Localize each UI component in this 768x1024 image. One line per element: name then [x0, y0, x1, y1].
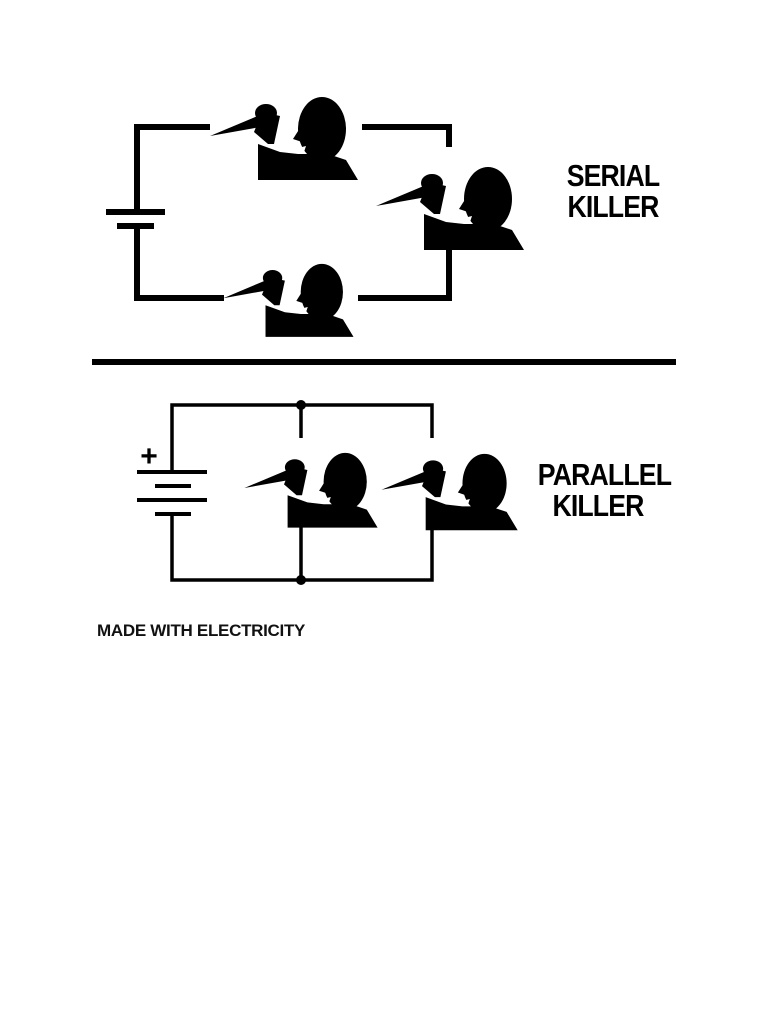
battery-positive-sign: +: [140, 440, 158, 473]
parallel-killer-label: PARALLEL KILLER: [537, 457, 672, 523]
section-divider: [92, 359, 676, 365]
serial-label-line1: SERIAL: [566, 158, 660, 193]
parallel-label-line2: KILLER: [552, 488, 644, 523]
parallel-label-line1: PARALLEL: [537, 457, 672, 492]
junction-node-top: [296, 400, 306, 410]
parallel-killer-figure-right-icon: [381, 453, 518, 531]
serial-killer-figure-right-icon: [376, 167, 524, 250]
footer-caption: MADE WITH ELECTRICITY: [97, 621, 306, 640]
serial-battery-icon: [106, 209, 165, 229]
serial-killer-figure-top-icon: [210, 97, 358, 180]
serial-killer-figure-bottom-icon: [223, 263, 354, 337]
parallel-battery-icon: [137, 470, 207, 516]
serial-killer-label: SERIAL KILLER: [557, 160, 669, 222]
serial-label-line2: KILLER: [567, 189, 659, 224]
serial-circuit-wires: [134, 124, 452, 301]
serial-circuit: [106, 97, 524, 337]
parallel-killer-figure-left-icon: [244, 452, 378, 528]
junction-node-bottom: [296, 575, 306, 585]
parallel-circuit: +: [137, 400, 518, 585]
